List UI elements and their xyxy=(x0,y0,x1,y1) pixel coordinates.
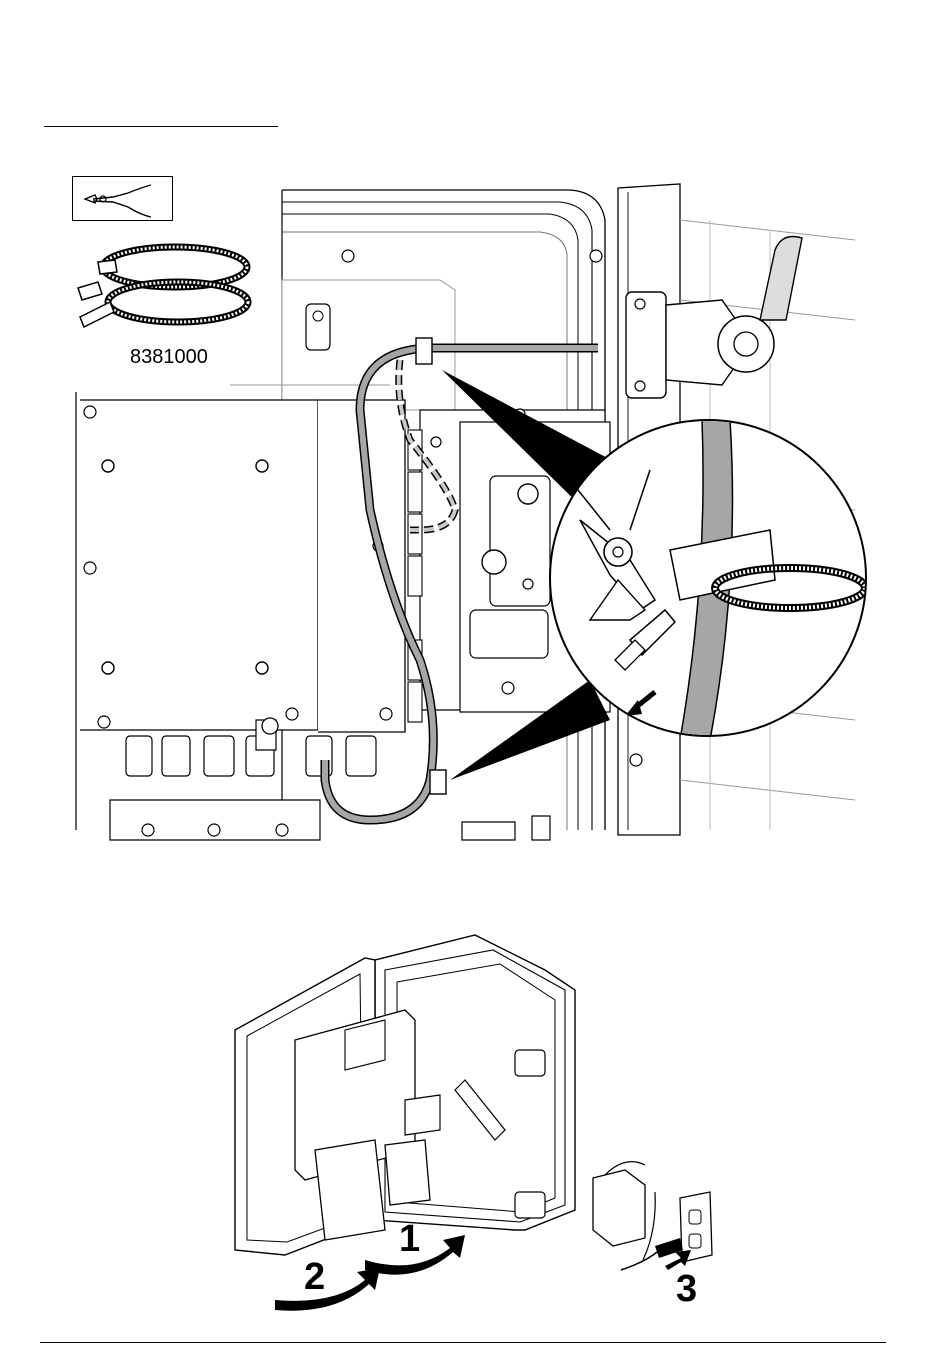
step-1-label: 1 xyxy=(399,1220,420,1258)
header-rule xyxy=(44,126,278,127)
step-3-label: 3 xyxy=(676,1270,697,1308)
power-disconnect-illustration xyxy=(225,930,745,1300)
footer-rule xyxy=(40,1342,886,1343)
step-2-label: 2 xyxy=(304,1258,325,1296)
cable-tie-removal-illustration xyxy=(70,180,870,840)
